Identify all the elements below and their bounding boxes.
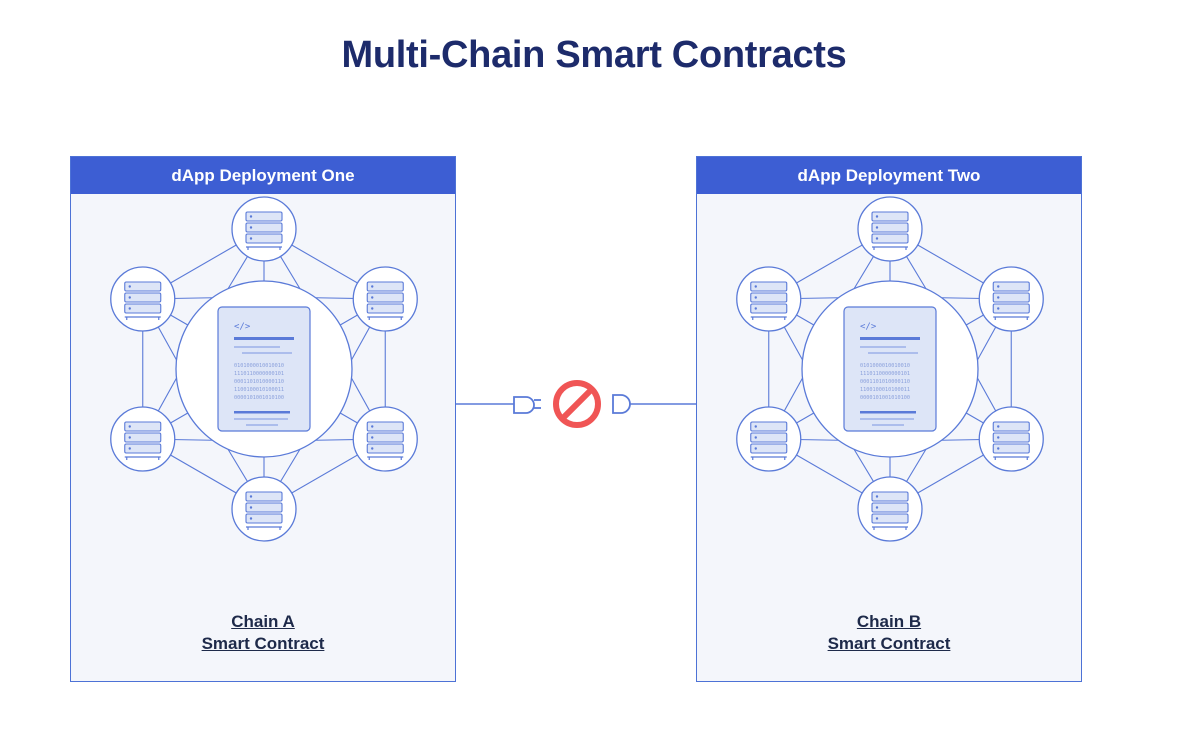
server-stack-icon (110, 266, 176, 332)
binary-line: 0000101001010100 (234, 395, 284, 401)
server-stack-icon (231, 196, 297, 262)
prohibited-icon (553, 380, 601, 428)
binary-line: 1110110000000101 (860, 371, 910, 377)
contract-label: Smart Contract (201, 634, 325, 653)
node-network: </> 0101000010010010 1110110000000101 00011… (110, 196, 418, 542)
binary-line: 1110110000000101 (234, 371, 284, 377)
code-tag: </> (234, 322, 251, 332)
server-stack-icon (231, 476, 297, 542)
binary-line: 0001101010000110 (860, 379, 910, 385)
blocked-connection (456, 380, 696, 428)
deployment-panel-one: dApp Deployment One </> 0101000010010010 1… (70, 156, 456, 682)
server-stack-icon (736, 406, 802, 472)
server-stack-icon (978, 266, 1044, 332)
server-stack-icon (978, 406, 1044, 472)
server-stack-icon (352, 266, 418, 332)
panel-header: dApp Deployment Two (697, 157, 1081, 194)
binary-line: 0001101010000110 (234, 379, 284, 385)
binary-line: 1100100010100011 (860, 387, 910, 393)
deployment-panel-two: dApp Deployment Two </> 0101000010010010 1… (696, 156, 1082, 682)
code-tag: </> (860, 322, 877, 332)
binary-line: 1100100010100011 (234, 387, 284, 393)
panel-header: dApp Deployment One (71, 157, 455, 194)
binary-line: 0101000010010010 (234, 363, 284, 369)
smart-contract-document-icon: </> 0101000010010010 1110110000000101 00011… (843, 306, 937, 432)
chain-caption: Chain B Smart Contract (697, 611, 1081, 655)
plug-icon (513, 396, 541, 414)
smart-contract-document-icon: </> 0101000010010010 1110110000000101 00011… (217, 306, 311, 432)
server-stack-icon (110, 406, 176, 472)
server-stack-icon (857, 476, 923, 542)
node-network: </> 0101000010010010 1110110000000101 00011… (736, 196, 1044, 542)
page-title: Multi-Chain Smart Contracts (341, 34, 847, 76)
server-stack-icon (352, 406, 418, 472)
chain-name: Chain B (856, 612, 922, 631)
chain-name: Chain A (231, 612, 295, 631)
server-stack-icon (736, 266, 802, 332)
chain-caption: Chain A Smart Contract (71, 611, 455, 655)
socket-icon (612, 394, 631, 414)
binary-line: 0101000010010010 (860, 363, 910, 369)
contract-label: Smart Contract (827, 634, 951, 653)
server-stack-icon (857, 196, 923, 262)
binary-line: 0000101001010100 (860, 395, 910, 401)
